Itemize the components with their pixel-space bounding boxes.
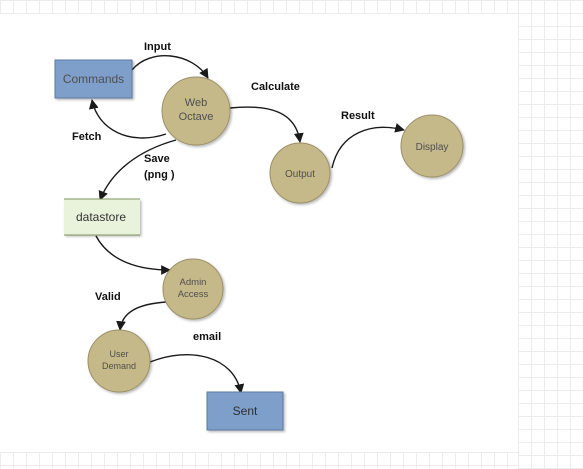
edge-calculate <box>229 106 304 143</box>
edge-input <box>131 55 209 79</box>
edge-label-email: email <box>193 331 221 343</box>
node-datastore-label: datastore <box>76 210 126 224</box>
node-admin-access-label-line1: Admin <box>180 277 207 288</box>
node-display: Display <box>400 114 464 178</box>
grid-background <box>0 452 583 469</box>
edge-label-input: Input <box>144 41 171 53</box>
node-web-octave-label-line1: Web <box>185 97 207 109</box>
node-commands-label: Commands <box>63 72 124 86</box>
edge-label-save: Save <box>144 153 170 165</box>
edge-valid <box>116 301 167 331</box>
edge-label-fetch: Fetch <box>72 131 102 143</box>
node-output-label: Output <box>285 169 315 180</box>
edge-label-result: Result <box>341 110 375 122</box>
node-admin-access: Admin Access <box>162 258 224 320</box>
node-sent-label: Sent <box>233 404 258 418</box>
node-web-octave-label-line2: Octave <box>179 111 214 123</box>
edge-email <box>149 354 245 394</box>
node-commands: Commands <box>54 59 133 99</box>
grid-background <box>0 0 583 14</box>
edge-result <box>331 123 405 169</box>
edge-label-save-format: (png ) <box>144 169 175 181</box>
node-sent: Sent <box>206 391 284 431</box>
grid-background <box>518 0 583 469</box>
edge-fetch <box>88 99 167 139</box>
node-user-demand-label-line1: User <box>109 349 128 359</box>
edge-label-valid: Valid <box>95 291 121 303</box>
edge-save <box>98 139 177 201</box>
node-datastore: datastore <box>64 198 140 236</box>
edge-to-admin <box>95 235 171 275</box>
node-user-demand-label-line2: Demand <box>102 361 136 371</box>
node-web-octave: Web Octave <box>161 76 231 146</box>
node-display-label: Display <box>416 142 449 153</box>
node-admin-access-label-line2: Access <box>178 289 209 300</box>
edge-label-calculate: Calculate <box>251 81 300 93</box>
node-user-demand: User Demand <box>87 329 151 393</box>
node-output: Output <box>269 142 331 204</box>
